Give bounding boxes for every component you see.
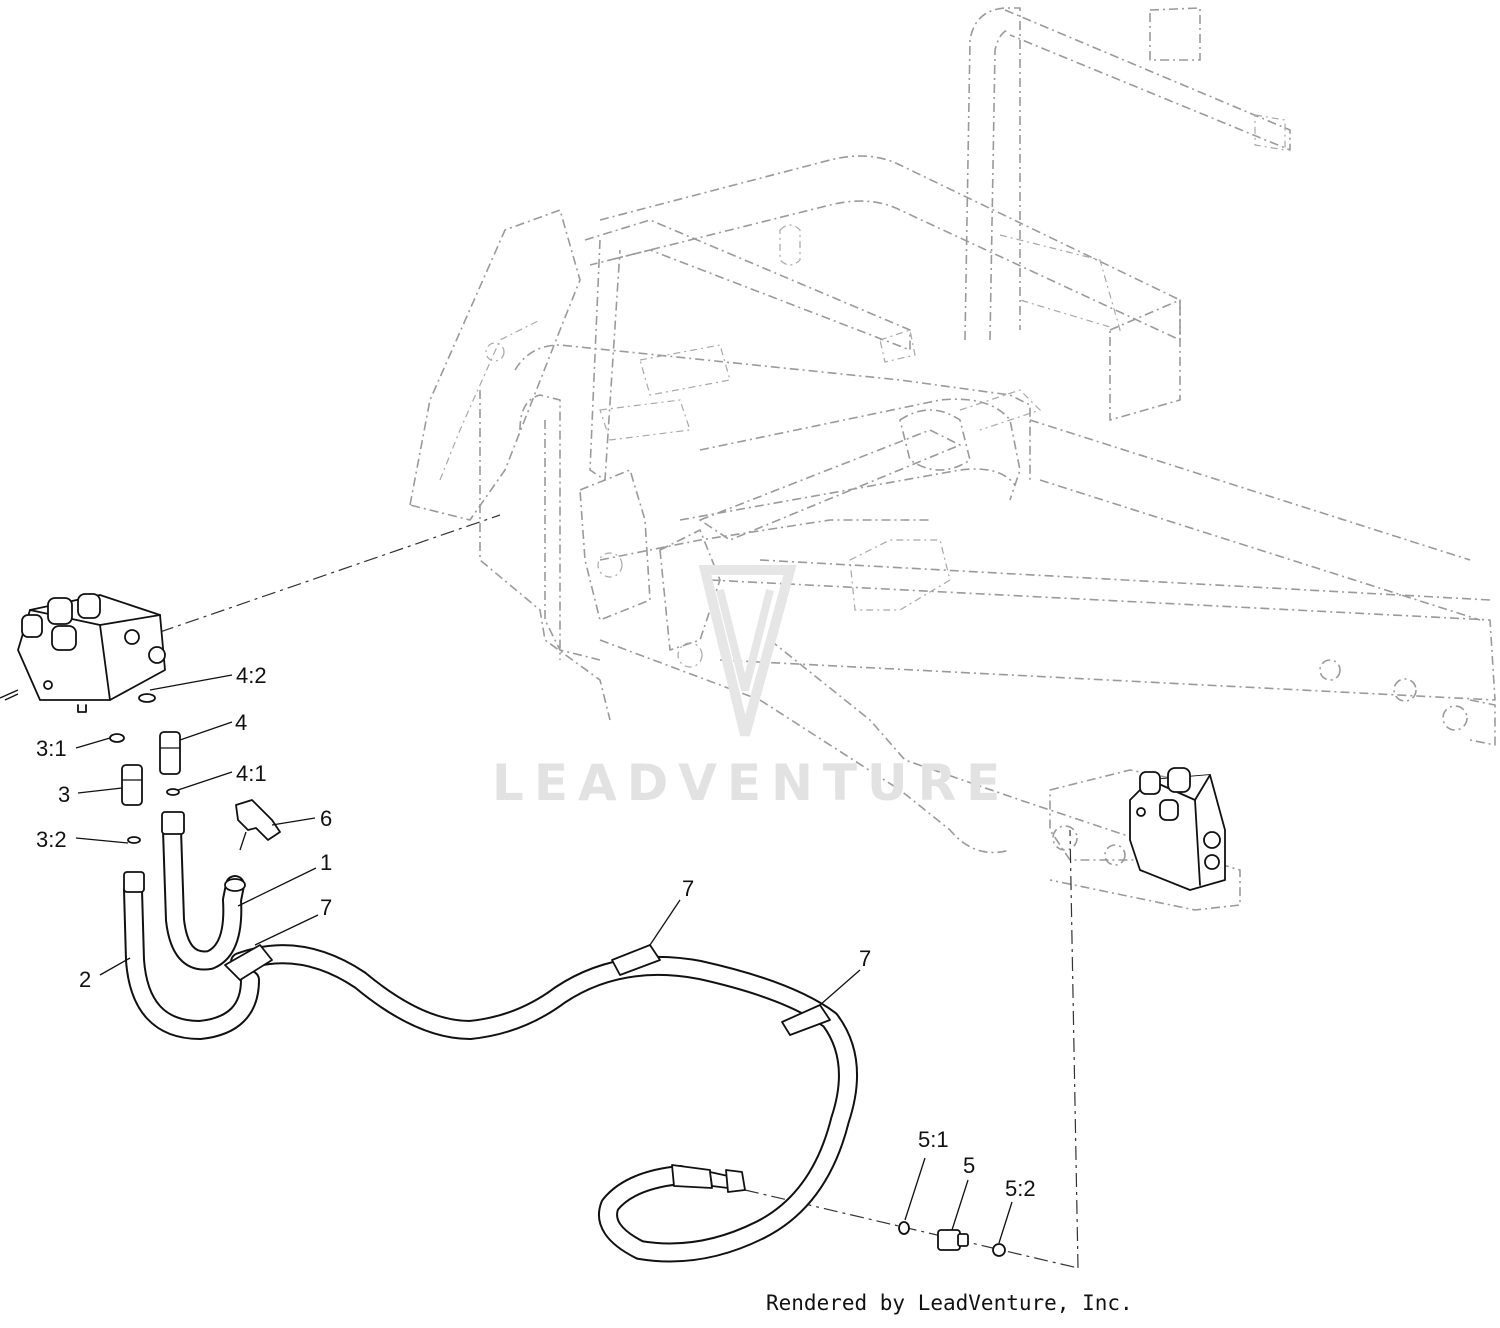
hose-7-long xyxy=(230,944,858,1263)
fitting-5 xyxy=(898,1221,1006,1257)
callout-4: 4 xyxy=(235,710,247,735)
callout-3: 3 xyxy=(58,782,70,807)
fitting-4 xyxy=(138,693,181,796)
hose-clamps xyxy=(224,944,831,1036)
phantom-alignment-lines xyxy=(159,514,1079,1269)
callout-4-1: 4:1 xyxy=(236,761,267,786)
callout-labels: 4:2 4 4:1 3:1 3 3:2 6 1 7 2 7 7 5:1 5 5:… xyxy=(36,663,1036,1201)
callout-5-1: 5:1 xyxy=(918,1127,949,1152)
right-control-valve xyxy=(1129,767,1226,891)
callout-1: 1 xyxy=(320,850,332,875)
fitting-3 xyxy=(109,733,143,844)
callout-7-a: 7 xyxy=(320,895,332,920)
callout-3-2: 3:2 xyxy=(36,827,67,852)
callout-5-2: 5:2 xyxy=(1005,1176,1036,1201)
callout-4-2: 4:2 xyxy=(236,663,267,688)
callout-3-1: 3:1 xyxy=(36,736,67,761)
left-control-valve xyxy=(0,593,166,713)
callout-6: 6 xyxy=(320,806,332,831)
callout-7-c: 7 xyxy=(859,946,871,971)
callout-7-b: 7 xyxy=(682,876,694,901)
leadventure-watermark-logo xyxy=(698,565,797,737)
callout-leaders xyxy=(75,674,1013,1244)
callout-2: 2 xyxy=(79,967,91,992)
callout-5: 5 xyxy=(963,1153,975,1178)
hose-1 xyxy=(161,811,246,971)
watermark-text: LEADVENTURE xyxy=(492,754,1010,812)
render-credit: Rendered by LeadVenture, Inc. xyxy=(766,1291,1133,1315)
fitting-6-tee xyxy=(235,799,281,851)
chassis-frame-phantom xyxy=(409,7,1496,911)
hose-2 xyxy=(123,871,260,1040)
